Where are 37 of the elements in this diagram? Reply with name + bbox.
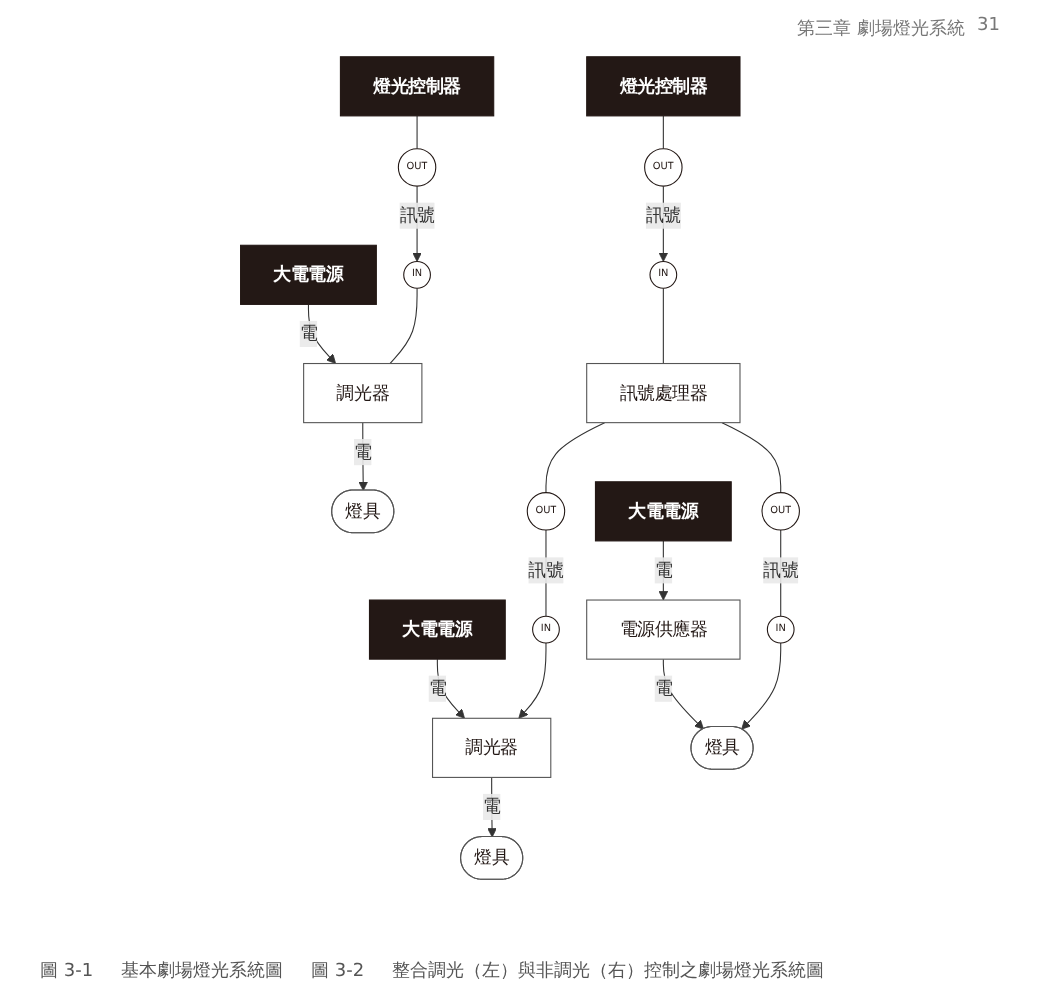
node-box: 大電電源 bbox=[368, 599, 506, 660]
node-box: 電源供應器 bbox=[586, 599, 741, 660]
figure-caption: 基本劇場燈光系統圖 bbox=[121, 959, 284, 984]
connector bbox=[780, 529, 782, 617]
figure-number: 圖 3-2 bbox=[311, 960, 365, 984]
arrow bbox=[518, 642, 547, 719]
page-number: 31 bbox=[977, 16, 1000, 40]
node-box: 大電電源 bbox=[594, 481, 732, 542]
edge-label: 電 bbox=[428, 677, 447, 699]
connector bbox=[545, 529, 547, 617]
connector bbox=[662, 287, 664, 365]
connector bbox=[721, 422, 782, 494]
arrow bbox=[658, 185, 669, 262]
edge-label: 電 bbox=[354, 441, 372, 463]
node-box: 調光器 bbox=[303, 363, 423, 424]
edge-label: 訊號 bbox=[528, 559, 564, 581]
arrow bbox=[741, 642, 782, 730]
edge-label: 電 bbox=[654, 677, 673, 699]
edge-label: 訊號 bbox=[763, 559, 799, 581]
connector bbox=[416, 115, 418, 150]
connector bbox=[545, 422, 606, 494]
connector bbox=[662, 115, 664, 150]
node-box: 調光器 bbox=[432, 717, 552, 778]
edge-label: 電 bbox=[654, 559, 673, 581]
connector bbox=[389, 287, 418, 365]
arrow bbox=[412, 185, 422, 262]
figure-caption: 整合調光（左）與非調光（右）控制之劇場燈光系統圖 bbox=[392, 959, 825, 984]
node-box: 訊號處理器 bbox=[586, 363, 741, 424]
node-box: 大電電源 bbox=[240, 244, 377, 305]
edge-label: 訊號 bbox=[645, 204, 681, 226]
figure-number: 圖 3-1 bbox=[40, 960, 94, 984]
node-box: 燈光控制器 bbox=[339, 56, 495, 117]
node-box: 燈光控制器 bbox=[586, 56, 741, 117]
edge-label: 訊號 bbox=[399, 204, 435, 226]
edge-label: 電 bbox=[482, 796, 501, 817]
edge-label: 電 bbox=[299, 323, 318, 344]
chapter-header: 第三章 劇場燈光系統 bbox=[797, 17, 966, 42]
